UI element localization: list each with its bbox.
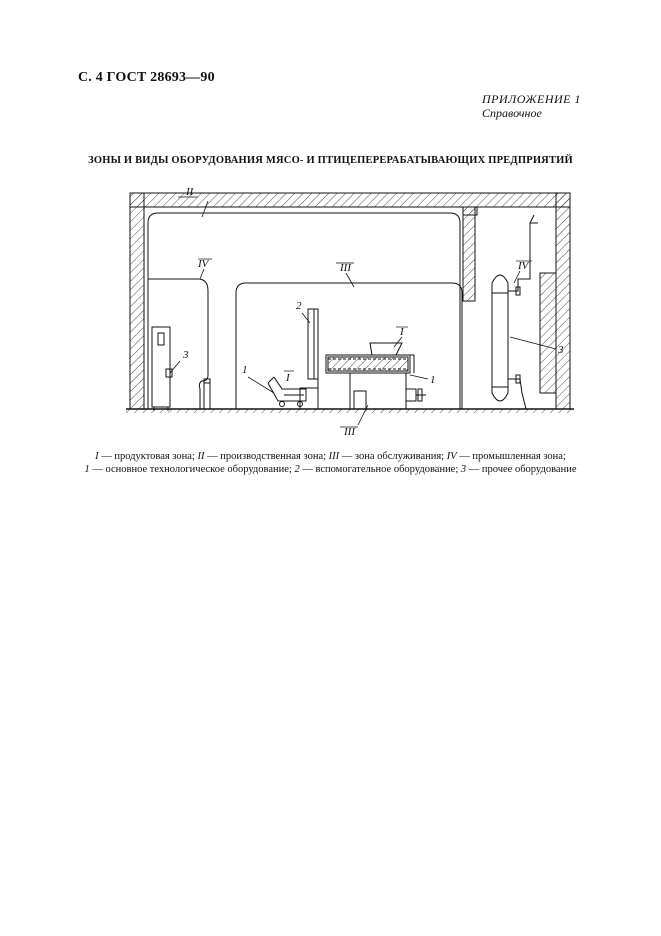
equipment-1-cart <box>267 376 307 407</box>
caption-zone-I-num: I <box>95 451 99 462</box>
label-equipment-1-machine: 1 <box>430 374 436 386</box>
caption-zone-III-num: III <box>328 451 340 462</box>
label-equipment-2: 2 <box>296 300 302 312</box>
appendix-title: ПРИЛОЖЕНИЕ 1 <box>482 92 581 106</box>
caption-zone-III-text: — зона обслуживания; <box>339 451 447 462</box>
label-equipment-1-cart: 1 <box>242 364 248 376</box>
equipment-3-left <box>151 326 173 411</box>
zone-IV-left-contour <box>148 278 209 409</box>
floor-pipe <box>203 378 211 410</box>
caption-equip-3-text: — прочее оборудование <box>466 464 577 475</box>
zones-diagram: II IV 3 III 2 <box>118 183 578 448</box>
label-zone-IV-right: IV <box>517 260 530 272</box>
caption-zone-IV-text: — промышленная зона; <box>456 451 566 462</box>
caption-equip-2-num: 2 <box>294 464 300 475</box>
label-equipment-3-right: 3 <box>557 344 564 356</box>
caption-equip-1-text: — основное технологическое оборудование; <box>89 464 295 475</box>
caption-zone-II-text: — производственная зона; <box>204 451 329 462</box>
caption-line-2: 1 — основное технологическое оборудовани… <box>0 463 661 476</box>
caption-line-1: I — продуктовая зона; II — производствен… <box>0 450 661 463</box>
document-title: ЗОНЫ И ВИДЫ ОБОРУДОВАНИЯ МЯСО- И ПТИЦЕПЕ… <box>88 155 573 166</box>
appendix-subtitle: Справочное <box>482 106 542 120</box>
label-zone-I-machine: I <box>399 326 405 338</box>
label-zone-IV-left: IV <box>197 258 210 270</box>
label-zone-III: III <box>339 262 352 274</box>
caption-equip-1-num: 1 <box>84 464 90 475</box>
label-equipment-3-left: 3 <box>182 349 189 361</box>
zone-III-contour <box>235 282 463 409</box>
zone-II-contour <box>147 212 461 409</box>
building-walls <box>129 192 571 410</box>
label-zone-I-cart: I <box>285 372 291 384</box>
caption-equip-2-text: — вспомогательное оборудование; <box>299 464 461 475</box>
caption-zone-I-text: — продуктовая зона; <box>98 451 198 462</box>
page-header: С. 4 ГОСТ 28693—90 <box>78 70 215 85</box>
caption-zone-II-num: II <box>197 451 205 462</box>
label-zone-II: II <box>185 186 195 198</box>
caption-zone-IV-num: IV <box>446 451 457 462</box>
equipment-1-machine <box>325 342 426 410</box>
equipment-3-right <box>491 214 538 410</box>
caption-equip-3-num: 3 <box>460 464 467 475</box>
floor-line <box>126 408 574 413</box>
label-zone-III-bottom: III <box>343 426 356 438</box>
figure-caption: I — продуктовая зона; II — производствен… <box>0 450 661 476</box>
appendix-block: ПРИЛОЖЕНИЕ 1 Справочное <box>482 92 581 120</box>
equipment-2 <box>299 308 319 409</box>
